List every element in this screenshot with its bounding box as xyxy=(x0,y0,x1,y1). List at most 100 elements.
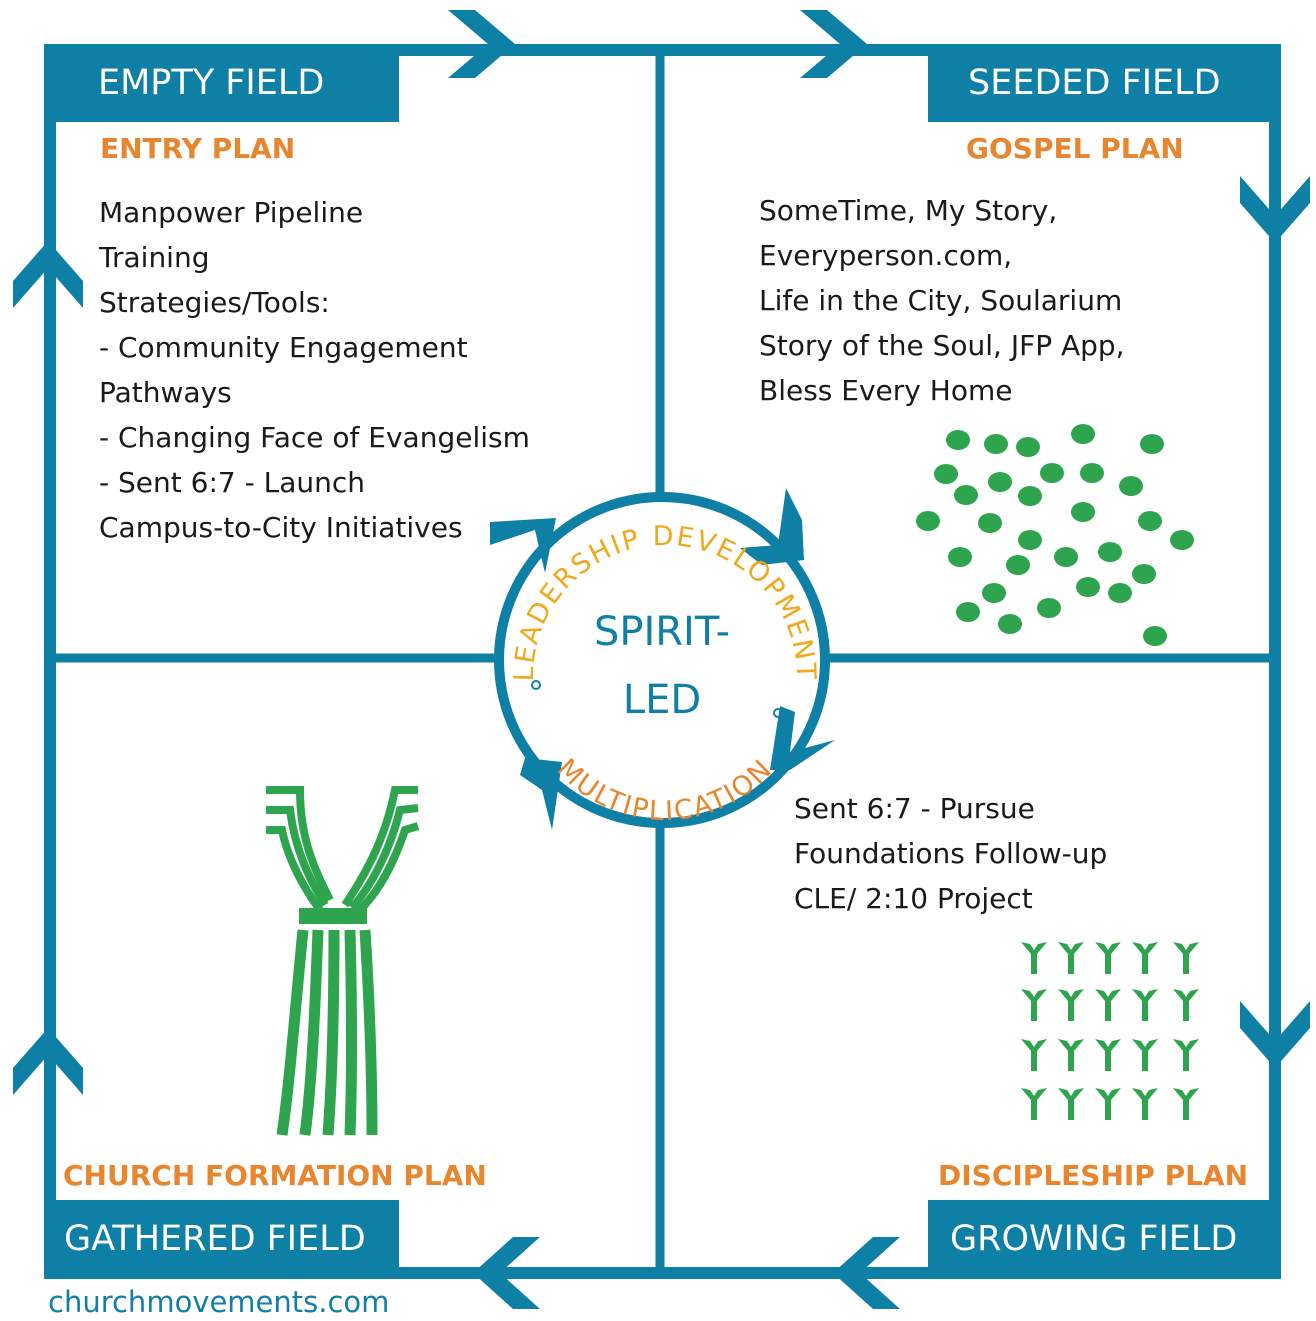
seed-dot xyxy=(1016,437,1040,457)
growing-field-title: GROWING FIELD xyxy=(950,1219,1238,1259)
seed-dot xyxy=(982,583,1006,603)
gospel-plan-details: SomeTime, My Story, Everyperson.com, Lif… xyxy=(759,188,1125,413)
seeded-field-label-box xyxy=(928,44,1281,122)
empty-field-title: EMPTY FIELD xyxy=(98,63,325,103)
sprout xyxy=(1132,942,1158,974)
sprout xyxy=(1173,989,1199,1021)
cycle-arrow-icon xyxy=(520,758,562,830)
detail-line: Strategies/Tools: xyxy=(99,286,330,319)
entry-plan-title: ENTRY PLAN xyxy=(100,132,296,165)
detail-line: Training xyxy=(99,241,210,274)
gathered-field-title: GATHERED FIELD xyxy=(64,1219,366,1259)
seed-dot xyxy=(956,602,980,622)
seed-dot xyxy=(984,434,1008,454)
sprouts-icon xyxy=(1021,942,1199,1120)
detail-line: - Community Engagement xyxy=(99,331,468,364)
seed-dot xyxy=(988,472,1012,492)
detail-line: - Changing Face of Evangelism xyxy=(99,421,530,454)
seed-dot xyxy=(1140,434,1164,454)
ring-separator-dot xyxy=(531,680,541,690)
seed-dot xyxy=(1143,626,1167,646)
detail-line: Pathways xyxy=(99,376,232,409)
sprout xyxy=(1095,942,1121,974)
sprout xyxy=(1132,1088,1158,1120)
sprout xyxy=(1132,1039,1158,1071)
sprout xyxy=(1095,1039,1121,1071)
detail-line: Everyperson.com, xyxy=(759,239,1013,272)
sprout xyxy=(1173,1039,1199,1071)
seed-dot xyxy=(1138,511,1162,531)
seed-dot xyxy=(946,430,970,450)
cycle-arrow-icon xyxy=(490,518,556,573)
gathered-field-label-box xyxy=(44,1200,399,1279)
growing-field-label-box xyxy=(928,1200,1281,1279)
sprout xyxy=(1021,942,1047,974)
center-title-line2: LED xyxy=(622,677,702,723)
detail-line: Story of the Soul, JFP App, xyxy=(759,329,1125,362)
down-arrow-icon xyxy=(1240,176,1310,243)
discipleship-plan-title: DISCIPLESHIP PLAN xyxy=(938,1159,1249,1192)
center-circle xyxy=(494,492,830,828)
ring-separator-dot xyxy=(773,708,783,718)
cycle-arrow-icon xyxy=(770,706,835,770)
seed-dot xyxy=(1006,555,1030,575)
sprout xyxy=(1095,1088,1121,1120)
seed-dot xyxy=(954,485,978,505)
church-formation-plan-title: CHURCH FORMATION PLAN xyxy=(63,1159,487,1192)
seed-dot xyxy=(1108,583,1132,603)
detail-line: Life in the City, Soularium xyxy=(759,284,1123,317)
seeded-field-title: SEEDED FIELD xyxy=(968,63,1221,103)
left-arrow-icon xyxy=(473,1237,540,1309)
sprout xyxy=(1058,989,1084,1021)
sprout xyxy=(1173,1088,1199,1120)
sprout xyxy=(1021,1088,1047,1120)
sprout xyxy=(1058,1039,1084,1071)
right-arrow-icon xyxy=(448,10,515,78)
detail-line: CLE/ 2:10 Project xyxy=(794,882,1033,915)
wheat-sheaf-icon xyxy=(266,786,420,1136)
detail-line: - Sent 6:7 - Launch xyxy=(99,466,365,499)
detail-line: Campus-to-City Initiatives xyxy=(99,511,463,544)
sprout xyxy=(1132,989,1158,1021)
sprout xyxy=(1173,942,1199,974)
seed-dot xyxy=(1071,424,1095,444)
seed-dot xyxy=(1170,530,1194,550)
seed-dot xyxy=(998,614,1022,634)
seed-dot xyxy=(1071,502,1095,522)
entry-plan-details: Manpower Pipeline Training Strategies/To… xyxy=(99,190,530,550)
detail-line: Foundations Follow-up xyxy=(794,837,1108,870)
left-arrow-icon xyxy=(833,1237,900,1309)
sprout xyxy=(1058,942,1084,974)
seed-dot xyxy=(1037,598,1061,618)
sprout xyxy=(1058,1088,1084,1120)
seed-dot xyxy=(1054,547,1078,567)
seed-dot xyxy=(1076,577,1100,597)
detail-line: Bless Every Home xyxy=(759,374,1013,407)
down-arrow-icon xyxy=(1240,1001,1310,1068)
seed-dot xyxy=(1098,542,1122,562)
seed-dot xyxy=(1018,486,1042,506)
detail-line: Sent 6:7 - Pursue xyxy=(794,792,1035,825)
seed-dot xyxy=(916,511,940,531)
discipleship-plan-details: Sent 6:7 - Pursue Foundations Follow-up … xyxy=(794,786,1107,921)
seed-dot xyxy=(1132,564,1156,584)
seed-dot xyxy=(948,547,972,567)
up-arrow-icon xyxy=(13,241,83,308)
cycle-arrow-icon xyxy=(740,488,804,565)
sprout xyxy=(1021,989,1047,1021)
seed-dots-icon xyxy=(916,424,1194,646)
seed-dot xyxy=(934,464,958,484)
center-title-line1: SPIRIT- xyxy=(593,609,731,655)
empty-field-label-box xyxy=(44,44,399,122)
sprout xyxy=(1095,989,1121,1021)
seed-dot xyxy=(1040,463,1064,483)
website-footer[interactable]: churchmovements.com xyxy=(48,1285,390,1319)
up-arrow-icon xyxy=(13,1028,83,1095)
right-arrow-icon xyxy=(800,10,867,78)
sprout xyxy=(1021,1039,1047,1071)
gospel-plan-title: GOSPEL PLAN xyxy=(966,132,1184,165)
seed-dot xyxy=(978,513,1002,533)
seed-dot xyxy=(1119,476,1143,496)
